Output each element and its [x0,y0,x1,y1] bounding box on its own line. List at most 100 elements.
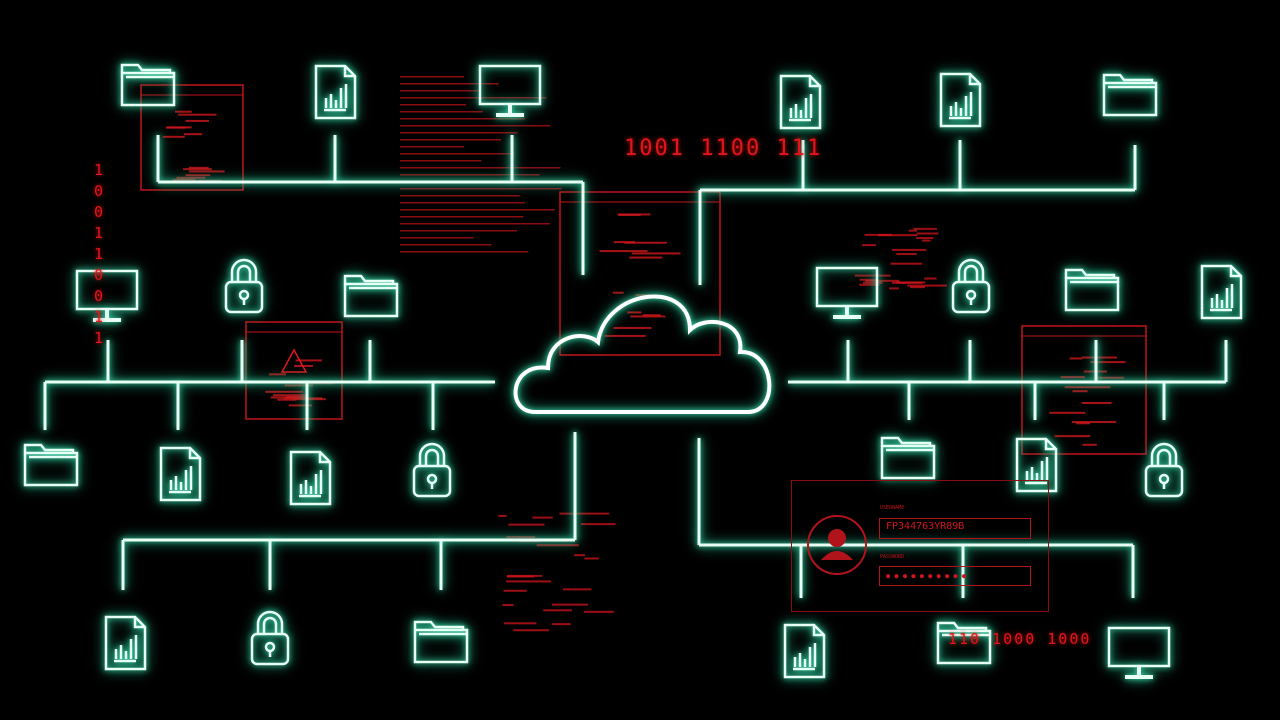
glitch-mark [910,286,925,288]
username-field[interactable]: FP344763YR89B [879,518,1031,539]
monitor-icon [1109,628,1169,677]
code-line [400,111,483,113]
glitch-mark [890,263,922,265]
glitch-mark [552,604,588,606]
code-line [400,174,540,176]
code-line [400,118,525,120]
code-line [400,244,491,246]
glitch-mark [574,554,585,556]
binary-bottom-right: 110 1000 1000 [948,630,1091,648]
alert-window [1022,326,1146,454]
glitch-mark [552,623,571,625]
glitch-mark [613,292,624,294]
code-line [400,153,514,155]
document-chart-icon [316,66,355,118]
glitch-mark [889,287,899,289]
glitch-mark [508,524,544,526]
glitch-mark [183,168,212,170]
glitch-mark [600,250,648,252]
glitch-mark [178,114,216,116]
glitch-mark [922,240,930,242]
document-chart-icon [1202,266,1241,318]
code-line [400,83,499,85]
lock-icon [953,260,989,312]
glitch-mark [498,515,506,517]
code-line [400,160,481,162]
document-chart-icon [785,625,824,677]
glitch-mark [504,622,537,624]
password-field[interactable]: ● ● ● ● ● ● ● ● ● ● [879,566,1031,586]
glitch-mark [584,611,614,613]
code-line [400,76,464,78]
alert-window [141,85,243,190]
glitch-mark [506,580,551,582]
lock-icon [252,612,288,664]
glitch-mark [1082,357,1117,359]
code-line [400,97,547,99]
glitch-mark [277,399,296,401]
username-label: USERNAME [880,505,904,511]
cloud-icon [516,296,770,412]
folder-icon [882,438,934,478]
code-line [400,202,525,204]
glitch-mark [1082,444,1096,446]
lock-icon [414,444,450,496]
glitch-mark [186,174,211,176]
glitch-mark [532,517,553,519]
glitch-mark [502,604,513,606]
binary-top: 1001 1100 111 [624,136,822,161]
document-chart-icon [291,452,330,504]
glitch-mark [581,523,616,525]
glitch-mark [1061,376,1085,378]
lock-icon [226,260,262,312]
glitch-mark [924,278,936,280]
code-line [400,237,473,239]
glitch-mark [613,327,651,329]
code-line [400,132,517,134]
folder-icon [25,445,77,485]
document-chart-icon [106,617,145,669]
glitch-mark [863,282,883,284]
code-line [400,146,464,148]
glitch-mark [163,136,185,138]
code-line [400,139,501,141]
glitch-mark [504,590,527,592]
glitch-mark [1072,390,1087,392]
glitch-mark [543,609,572,611]
glitch-mark [175,111,192,113]
glitch-mark [896,253,917,255]
glitch-mark [563,588,592,590]
glitch-mark [909,230,917,232]
glitch-mark [177,177,206,179]
glitch-mark [513,629,549,631]
glitch-mark [632,252,681,254]
folder-icon [1104,75,1156,115]
glitch-mark [537,544,579,546]
glitch-mark [1049,412,1085,414]
alert-window [246,322,342,419]
glitch-mark [605,335,646,337]
glitch-mark [584,557,598,559]
login-panel: USERNAME FP344763YR89B PASSWORD ● ● ● ● … [791,480,1049,612]
glitch-mark [167,126,192,128]
glitch-mark [629,257,662,259]
code-line [400,209,555,211]
code-line [400,188,562,190]
glitch-mark [865,280,899,282]
glitch-mark [1070,357,1083,359]
code-line [400,216,523,218]
folder-icon [345,276,397,316]
glitch-mark [1076,422,1090,424]
document-chart-icon [781,76,820,128]
glitch-mark [864,234,892,236]
folder-icon [1066,270,1118,310]
lock-icon [1146,444,1182,496]
glitch-mark [507,576,535,578]
folder-icon [415,622,467,662]
glitch-mark [614,241,635,243]
glitch-mark [186,120,209,122]
code-line [400,223,550,225]
glitch-mark [285,384,313,386]
glitch-mark [1065,386,1111,388]
